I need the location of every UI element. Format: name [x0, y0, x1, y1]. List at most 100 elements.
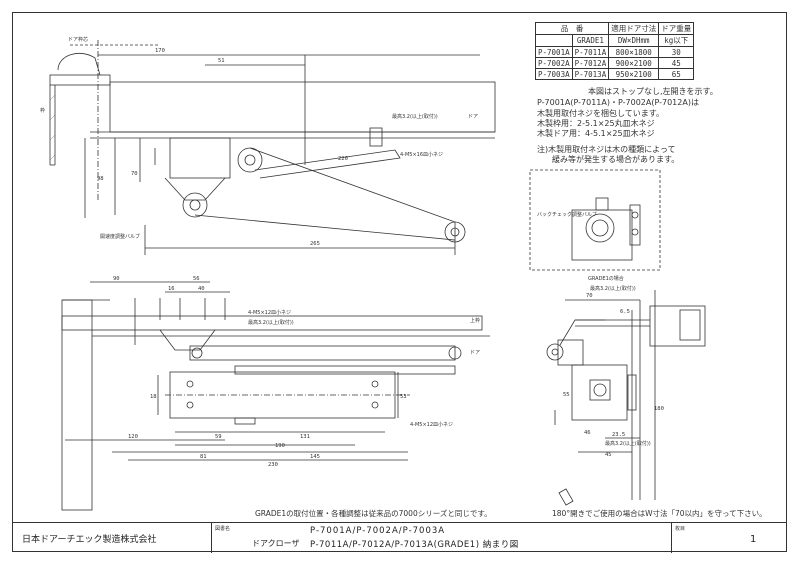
dim-131: 131 [300, 434, 310, 440]
label-tap-1: 最高3.2(以上(取付)) [392, 113, 438, 120]
dim-side-70: 70 [586, 293, 593, 299]
caution-line-1: 注)木製用取付ネジは木の種類によって [537, 145, 676, 154]
spec-subheader-row: GRADE1 DW×DHmm kg以下 [535, 34, 695, 47]
label-frame: 枠 [40, 107, 45, 114]
product-prefix: ドアクローザ [252, 539, 300, 548]
dim-51: 51 [218, 58, 225, 64]
dim-265: 265 [310, 241, 320, 247]
dim-170: 170 [155, 48, 165, 54]
dim-6-5: 6.5 [620, 309, 630, 315]
side-closer-body [571, 364, 628, 421]
spec-h-door-size: 適用ドア寸法 [608, 22, 660, 35]
note-line-3: 木製用取付ネジを梱包しています。 [537, 109, 664, 118]
caution-line-2: 緩み等が発生する場合があります。 [552, 155, 680, 164]
side-arm-joint [546, 343, 564, 361]
spec-sh-grade1: GRADE1 [571, 34, 610, 47]
dim-56: 56 [193, 276, 200, 282]
label-backcheck-valve: バックチェック調整バルブ [537, 211, 597, 218]
label-grade1-case: GRADE1の場合 [588, 275, 624, 282]
spec-cell: 950×2100 [608, 68, 660, 80]
spec-h-door-weight: ドア重量 [658, 22, 695, 35]
dim-90: 90 [113, 276, 120, 282]
spec-sh-kg: kg以下 [658, 34, 695, 47]
dim-16: 16 [168, 286, 175, 292]
dim-98: 98 [97, 176, 104, 182]
dim-46: 46 [584, 430, 591, 436]
label-tap-2: 最高3.2(以上(取付)) [248, 319, 294, 326]
product-line-2: P-7011A/P-7012A/P-7013A(GRADE1) 納まり図 [310, 540, 519, 550]
note-line-4: 木製枠用：2-5.1×25丸皿木ネジ [537, 119, 655, 128]
dim-81: 81 [200, 454, 207, 460]
spec-h-part: 品 番 [534, 22, 610, 35]
label-speed-valve: 開速度調整バルブ [100, 233, 140, 240]
spec-sh-0 [535, 34, 573, 47]
spec-cell: P-7003A [535, 68, 573, 80]
spec-sh-dwdh: DW×DHmm [608, 34, 660, 47]
title-block: 日本ドアーチエック製造株式会社 図書名 P-7001A/P-7002A/P-70… [12, 522, 787, 553]
spec-cell: 65 [658, 68, 695, 80]
spec-row: P-7002A P-7012A 900×2100 45 [535, 57, 695, 69]
label-tap-4: 最高3.2(以上(取付)) [605, 440, 651, 447]
title-label: 図書名 [215, 526, 231, 532]
note-line-1: 本図はストップなし,左開きを示す。 [588, 87, 718, 96]
arm-joint-top [237, 147, 263, 173]
tb-sheet-cell: 枚目 1 [672, 523, 787, 553]
upper-frame-bottom [61, 315, 483, 331]
spec-row: P-7003A P-7013A 950×2100 65 [535, 68, 695, 80]
dim-120: 120 [128, 434, 138, 440]
label-door: ドア [468, 114, 478, 120]
spec-header-row: 品 番 適用ドア寸法 ドア重量 [534, 22, 695, 35]
tb-title-cell: 図書名 P-7001A/P-7002A/P-7003A ドアクローザ P-701… [212, 523, 672, 553]
dim-53: 53 [400, 394, 407, 400]
dim-190: 190 [275, 443, 285, 449]
spec-cell: 30 [658, 46, 695, 58]
spec-cell: P-7012A [571, 57, 610, 69]
dim-45: 45 [605, 452, 612, 458]
dim-230: 230 [268, 462, 278, 468]
bracket-bottom [159, 329, 216, 351]
tb-company-cell: 日本ドアーチエック製造株式会社 [12, 523, 212, 553]
spec-row: P-7001A P-7011A 800×1800 30 [535, 46, 695, 58]
grade1-detail-box [529, 169, 661, 271]
company-name: 日本ドアーチエック製造株式会社 [22, 535, 157, 545]
label-screw-2: 4-M5×12皿小ネジ [248, 309, 291, 316]
closer-body-top [169, 137, 231, 179]
label-tap-3: 最高3.2(以上(取付)) [590, 285, 636, 292]
dim-145: 145 [310, 454, 320, 460]
dim-23-5: 23.5 [612, 432, 625, 438]
frame-jamb-bottom [61, 299, 93, 511]
label-screw-1: 4-M5×16皿小ネジ [400, 151, 443, 158]
spec-table: 品 番 適用ドア寸法 ドア重量 GRADE1 DW×DHmm kg以下 P-70… [534, 22, 695, 80]
sheet-number: 1 [750, 534, 757, 545]
dim-40: 40 [198, 286, 205, 292]
footer-note-180: 180°開きでご使用の場合はW寸法「70以内」を守って下さい。 [552, 509, 767, 518]
dim-220: 220 [338, 156, 348, 162]
note-line-2: P-7001A(P-7011A)・P-7002A(P-7012A)は [537, 98, 699, 107]
frame-profile-top [57, 53, 101, 76]
spec-cell: P-7013A [571, 68, 610, 80]
label-screw-3: 4-M5×12皿小ネジ [410, 421, 453, 428]
label-door-2: ドア [470, 350, 480, 356]
spec-cell: P-7001A [535, 46, 573, 58]
sheet-label: 枚目 [675, 526, 686, 532]
dim-55: 55 [563, 392, 570, 398]
dim-18: 18 [150, 394, 157, 400]
arm-main-top [194, 147, 456, 241]
dim-59: 59 [215, 434, 222, 440]
pivot-top [182, 192, 208, 218]
label-door-frame: ドア枠芯 [68, 36, 88, 43]
spec-cell: 800×1800 [608, 46, 660, 58]
footer-note-grade1: GRADE1の取付位置・各種調整は従来品の7000シリーズと同じです。 [255, 509, 492, 518]
dim-180: 180 [654, 406, 664, 412]
dim-70: 70 [131, 171, 138, 177]
spec-cell: P-7011A [571, 46, 610, 58]
door-header-top [109, 81, 496, 133]
drawing-frame [12, 12, 787, 552]
spec-cell: 45 [658, 57, 695, 69]
note-line-5: 木製ドア用：4-5.1×25皿木ネジ [537, 129, 655, 138]
spec-cell: P-7002A [535, 57, 573, 69]
spec-cell: 900×2100 [608, 57, 660, 69]
product-line-1: P-7001A/P-7002A/P-7003A [310, 526, 446, 536]
arm-bottom [189, 345, 456, 361]
